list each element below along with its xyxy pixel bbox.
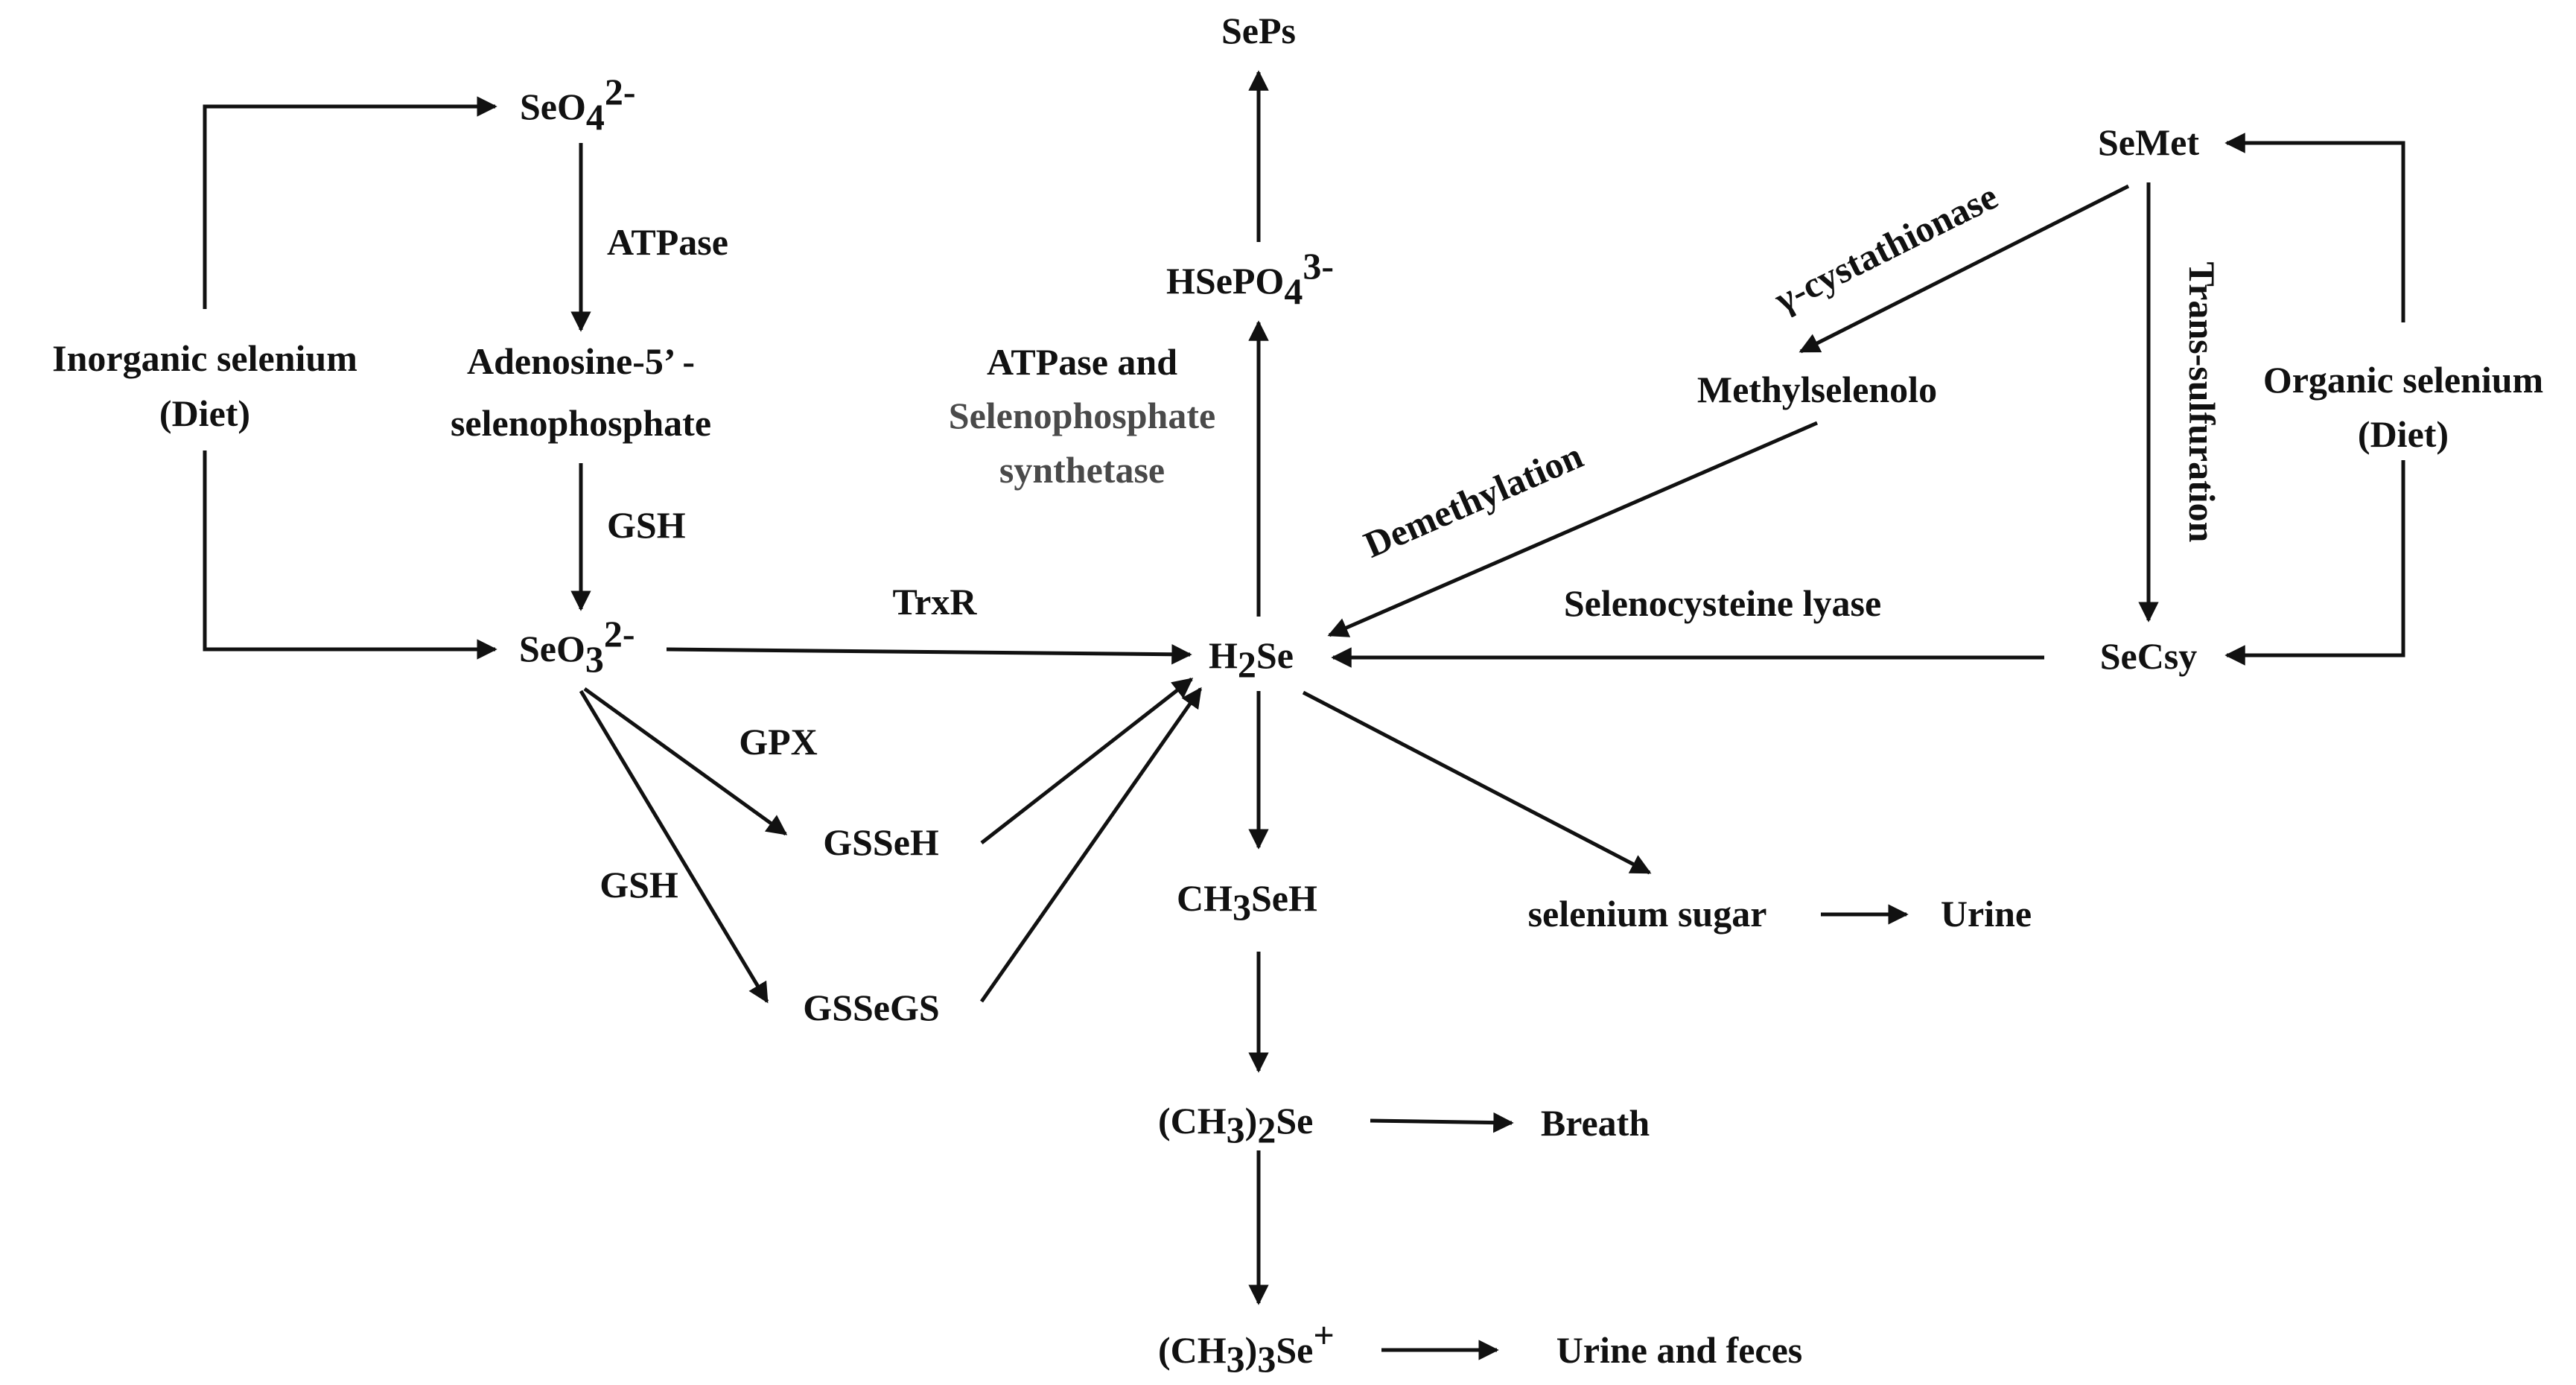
node-selenium-sugar: selenium sugar bbox=[1528, 893, 1767, 935]
node-organic-selenium-line2: (Diet) bbox=[2358, 413, 2449, 455]
node-hsepo4: HSePO43- bbox=[1166, 245, 1334, 312]
node-urine: Urine bbox=[1941, 893, 2032, 935]
edge-seo3-to-h2se bbox=[666, 644, 1192, 665]
node-breath: Breath bbox=[1541, 1102, 1650, 1144]
edge-inorganic-to-seo4 bbox=[203, 96, 497, 309]
node-seps: SePs bbox=[1221, 10, 1296, 51]
edge-gssegs-to-h2se bbox=[979, 687, 1203, 1003]
node-methylselenolo: Methylselenolo bbox=[1697, 369, 1937, 410]
label-trxr: TrxR bbox=[893, 581, 978, 623]
node-semet: SeMet bbox=[2098, 121, 2199, 163]
node-organic-selenium-line1: Organic selenium bbox=[2263, 359, 2543, 401]
edge-organic-to-secsy bbox=[2224, 460, 2405, 666]
label-atpase-and: ATPase and bbox=[987, 341, 1177, 383]
edge-semet-to-methylselenolo bbox=[1799, 184, 2130, 354]
node-seo3: SeO32- bbox=[519, 613, 635, 680]
node-inorganic-selenium-line1: Inorganic selenium bbox=[52, 337, 357, 379]
node-ch3-3-se-plus: (CH3)3Se+ bbox=[1158, 1314, 1335, 1380]
node-ch3seh: CH3SeH bbox=[1177, 877, 1317, 928]
node-gssegs: GSSeGS bbox=[803, 987, 939, 1028]
label-gamma-cystathionase: γ-cystathionase bbox=[1767, 175, 2004, 321]
nodes: Inorganic selenium (Diet) SeO42- Adenosi… bbox=[52, 10, 2543, 1380]
edge-labels: ATPase GSH TrxR GPX GSH ATPase and Selen… bbox=[600, 175, 2223, 905]
node-adenosine-line2: selenophosphate bbox=[451, 402, 711, 444]
node-h2se: H2Se bbox=[1209, 634, 1294, 685]
edge-inorganic-to-seo3 bbox=[203, 450, 497, 660]
edge-methylselenolo-to-h2se bbox=[1327, 421, 1818, 637]
label-gsh-bottom: GSH bbox=[600, 864, 678, 905]
edge-gssesh-to-h2se bbox=[980, 678, 1194, 844]
label-demethylation: Demethylation bbox=[1358, 434, 1588, 566]
label-selenophosphate: Selenophosphate bbox=[949, 395, 1215, 436]
node-adenosine-line1: Adenosine-5’ - bbox=[467, 340, 695, 382]
label-gsh-top: GSH bbox=[607, 504, 686, 546]
edge-h2se-to-selenium-sugar bbox=[1302, 690, 1652, 875]
node-seo4: SeO42- bbox=[520, 71, 636, 138]
node-gssesh: GSSeH bbox=[823, 821, 939, 863]
edges bbox=[203, 70, 2405, 1360]
label-atpase: ATPase bbox=[607, 221, 728, 263]
label-selenocysteine-lyase: Selenocysteine lyase bbox=[1564, 582, 1881, 624]
node-inorganic-selenium-line2: (Diet) bbox=[159, 392, 250, 434]
label-synthetase: synthetase bbox=[999, 449, 1165, 491]
node-urine-and-feces: Urine and feces bbox=[1556, 1329, 1803, 1371]
edge-ch32se-to-breath bbox=[1370, 1112, 1514, 1133]
node-secsy: SeCsy bbox=[2100, 635, 2198, 677]
label-trans-sulfuration: Trans-sulfuration bbox=[2181, 262, 2223, 543]
edge-seo3-to-gssegs bbox=[579, 690, 769, 1004]
node-ch3-2-se: (CH3)2Se bbox=[1158, 1100, 1313, 1150]
label-gpx: GPX bbox=[739, 721, 818, 762]
edge-seo3-to-gssesh bbox=[583, 687, 788, 836]
edge-organic-to-semet bbox=[2224, 133, 2405, 322]
